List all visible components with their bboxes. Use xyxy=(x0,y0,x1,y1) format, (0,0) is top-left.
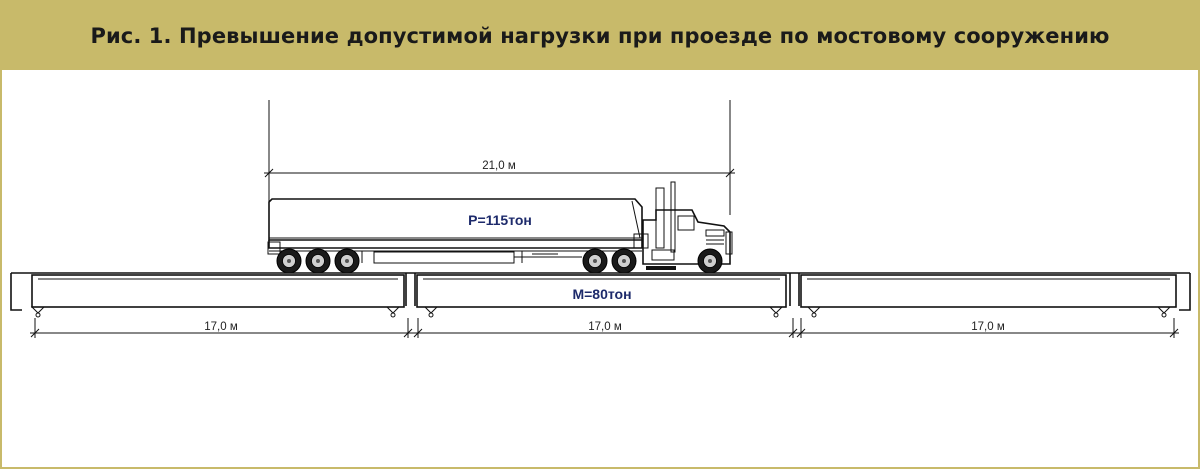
span-2-length-label: 17,0 м xyxy=(588,321,622,333)
bridge-diagram: 21,0 м P=115тон xyxy=(10,100,1191,338)
right-abutment xyxy=(1179,273,1191,311)
title-bar: Рис. 1. Превышение допустимой нагрузки п… xyxy=(2,2,1198,70)
truck-load-label: P=115тон xyxy=(468,212,532,228)
tractor-wheels xyxy=(582,248,723,274)
bridge: M=80тон 17,0 м 17,0 м 17, xyxy=(10,272,1191,338)
truck-length-dimension xyxy=(264,100,735,215)
span-joint-2 xyxy=(789,273,800,306)
truck: 21,0 м P=115тон xyxy=(264,100,735,274)
left-abutment xyxy=(10,273,22,311)
bridge-span-2 xyxy=(416,274,787,318)
bridge-span-3 xyxy=(800,274,1177,318)
trailer xyxy=(267,198,643,264)
span-1-length-label: 17,0 м xyxy=(204,321,238,333)
trailer-wheels xyxy=(276,248,360,274)
bridge-moment-label: M=80тон xyxy=(572,286,631,302)
span-dimensions xyxy=(30,318,1179,338)
span-3-length-label: 17,0 м xyxy=(971,321,1005,333)
figure-title: Рис. 1. Превышение допустимой нагрузки п… xyxy=(90,24,1110,48)
truck-length-label: 21,0 м xyxy=(482,160,516,172)
bridge-span-1 xyxy=(30,274,405,318)
span-joint-1 xyxy=(405,273,416,306)
